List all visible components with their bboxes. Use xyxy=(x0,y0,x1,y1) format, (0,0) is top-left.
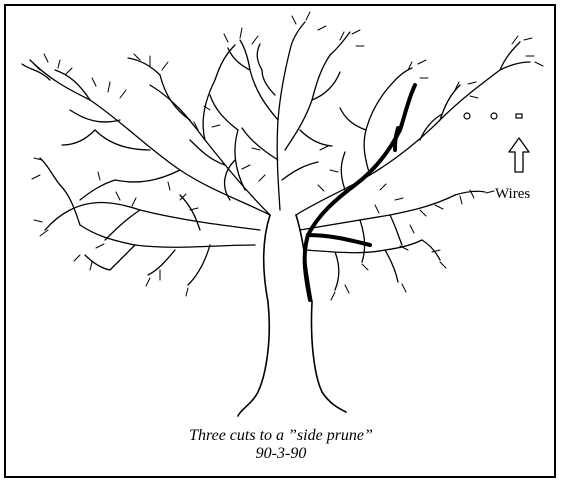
wire-icon xyxy=(464,113,470,119)
up-arrow-icon xyxy=(509,138,529,172)
pruned-limbs xyxy=(305,85,415,300)
figure-caption-subtitle: 90-3-90 xyxy=(0,445,562,463)
figure-caption: Three cuts to a ”side prune” xyxy=(0,427,562,445)
wire-cross-sections xyxy=(464,113,522,119)
twig-details xyxy=(32,12,543,300)
wire-icon xyxy=(516,114,522,118)
tree-branches xyxy=(22,22,530,290)
wires-label: Wires xyxy=(495,186,530,203)
wire-icon xyxy=(491,113,497,119)
